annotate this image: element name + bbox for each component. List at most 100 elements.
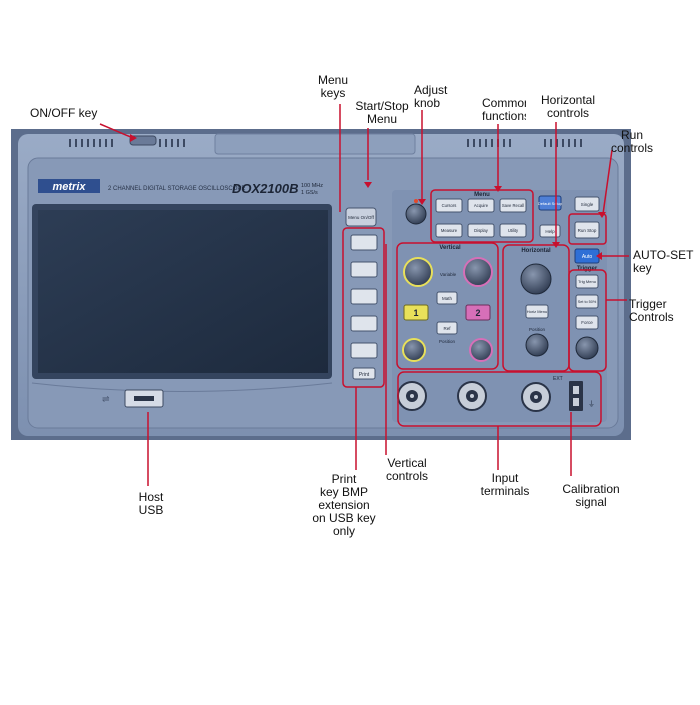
callout-adjust-knob: Adjust knob (414, 84, 447, 110)
utility-label: Utility (508, 228, 519, 233)
callout-print-key: Print key BMP extension on USB key only (304, 473, 384, 538)
callout-input-line1: Input (491, 471, 519, 485)
display-screen (38, 210, 328, 373)
callout-print-line5: only (332, 524, 355, 538)
trigger-title: Trigger (577, 266, 598, 272)
usb-symbol-icon: ⇌ (102, 394, 110, 404)
trig-menu-label: Trig Menu (578, 279, 596, 284)
handle-top (214, 133, 416, 155)
bnc-ext[interactable] (521, 382, 551, 412)
acquire-key[interactable] (467, 198, 495, 213)
device-spec-line2: 1 GS/s (301, 190, 318, 196)
callout-vertical-line2: controls (385, 469, 429, 483)
callout-autoset-key: AUTO-SET key (633, 249, 693, 275)
trigger-level-knob[interactable] (575, 336, 599, 360)
callout-autoset-line2: key (633, 261, 652, 275)
help-label: Help (545, 229, 555, 234)
arrowhead-adjust-knob (418, 199, 426, 205)
adjust-knob-led (414, 199, 418, 203)
adjust-knob[interactable] (405, 203, 427, 225)
vents-left (69, 139, 185, 147)
menu-section-title: Menu (474, 192, 490, 198)
callout-start-stop-line2: Menu (366, 112, 398, 126)
brand-logo: metrix (52, 181, 86, 193)
cursors-key[interactable] (435, 198, 463, 213)
ground-symbol-icon: ⏚ (588, 400, 595, 408)
run-stop-key[interactable] (574, 221, 600, 239)
callout-lines (99, 104, 629, 486)
callout-horizontal-line2: controls (546, 106, 590, 120)
math-key-label: Math (442, 296, 453, 301)
variable-label: Variable (440, 272, 457, 277)
callout-vertical-controls: Vertical controls (378, 457, 436, 483)
callout-run-line1: Run (620, 128, 643, 142)
horiz-menu-key[interactable] (525, 304, 549, 319)
single-key[interactable] (574, 196, 600, 212)
arrowhead-run (598, 212, 606, 218)
callout-start-stop: Start/Stop Menu (350, 100, 414, 126)
callout-horizontal-controls: Horizontal controls (534, 94, 602, 120)
menu-onoff-key[interactable] (345, 207, 377, 227)
highlight-outlines (342, 189, 607, 427)
vertical-position-label: Position (439, 339, 456, 344)
save-recall-label: Save Recall (502, 203, 524, 208)
force-label: Force (581, 320, 593, 325)
line-onoff (99, 123, 134, 139)
trig-menu-key[interactable] (575, 274, 599, 289)
calibration-terminal[interactable] (569, 381, 583, 411)
ch1-key[interactable] (403, 304, 429, 321)
help-key[interactable] (539, 224, 561, 238)
ch2-key-label: 2 (475, 308, 480, 318)
device-subtitle: 2 CHANNEL DIGITAL STORAGE OSCILLOSCOPE (108, 186, 245, 192)
callout-calibration-line2: signal (575, 495, 607, 509)
callout-calibration-line1: Calibration (562, 482, 620, 496)
horiz-menu-label: Horiz Menu (527, 309, 547, 314)
highlight-run (568, 213, 607, 245)
callout-input-terminals: Input terminals (476, 472, 534, 498)
callout-common-functions: Common functions (482, 97, 526, 123)
ext-input-label: EXT (553, 376, 563, 382)
highlight-menu-keys (430, 189, 534, 243)
menu-onoff-label: Menu On/Off (348, 215, 374, 220)
soft-key-5[interactable] (350, 342, 378, 359)
device-model: DOX2100B (232, 181, 298, 196)
ch1-position-knob[interactable] (402, 338, 426, 362)
callout-run-line2: controls (610, 141, 654, 155)
ch1-key-label: 1 (413, 308, 418, 318)
utility-key[interactable] (499, 223, 527, 238)
callout-arrowheads (130, 134, 606, 260)
ch2-volts-knob[interactable] (463, 257, 493, 287)
measure-key[interactable] (435, 223, 463, 238)
ref-key[interactable] (436, 321, 458, 335)
callout-menu-keys-line2: keys (320, 86, 346, 100)
callout-host-usb: Host USB (128, 491, 174, 517)
soft-key-4[interactable] (350, 315, 378, 332)
bnc-ch1[interactable] (397, 381, 427, 411)
ch2-position-knob[interactable] (469, 338, 493, 362)
set50-key[interactable] (575, 294, 599, 309)
ch1-volts-knob[interactable] (403, 257, 433, 287)
callout-host-usb-line2: USB (138, 503, 164, 517)
print-key-label: Print (359, 372, 370, 378)
print-key[interactable] (352, 367, 376, 380)
math-key[interactable] (436, 291, 458, 305)
time-base-knob[interactable] (520, 263, 552, 295)
measure-label: Measure (441, 228, 458, 233)
soft-key-2[interactable] (350, 261, 378, 278)
usb-slot (134, 396, 154, 401)
force-key[interactable] (575, 315, 599, 330)
callout-common-functions-line1: Common (482, 97, 526, 110)
callout-onoff-text: ON/OFF key (30, 106, 98, 120)
bezel-lower-curve (31, 382, 333, 392)
soft-key-1[interactable] (350, 234, 378, 251)
callout-print-line2: key BMP (319, 485, 368, 499)
callout-trigger-line1: Trigger (629, 297, 667, 311)
arrowhead-horizontal (552, 242, 560, 248)
horizontal-position-knob[interactable] (525, 333, 549, 357)
ch2-key[interactable] (465, 304, 491, 321)
arrowhead-autoset (596, 252, 602, 260)
display-key[interactable] (467, 223, 495, 238)
soft-key-3[interactable] (350, 288, 378, 305)
save-recall-key[interactable] (499, 198, 527, 213)
bnc-ch2[interactable] (457, 381, 487, 411)
